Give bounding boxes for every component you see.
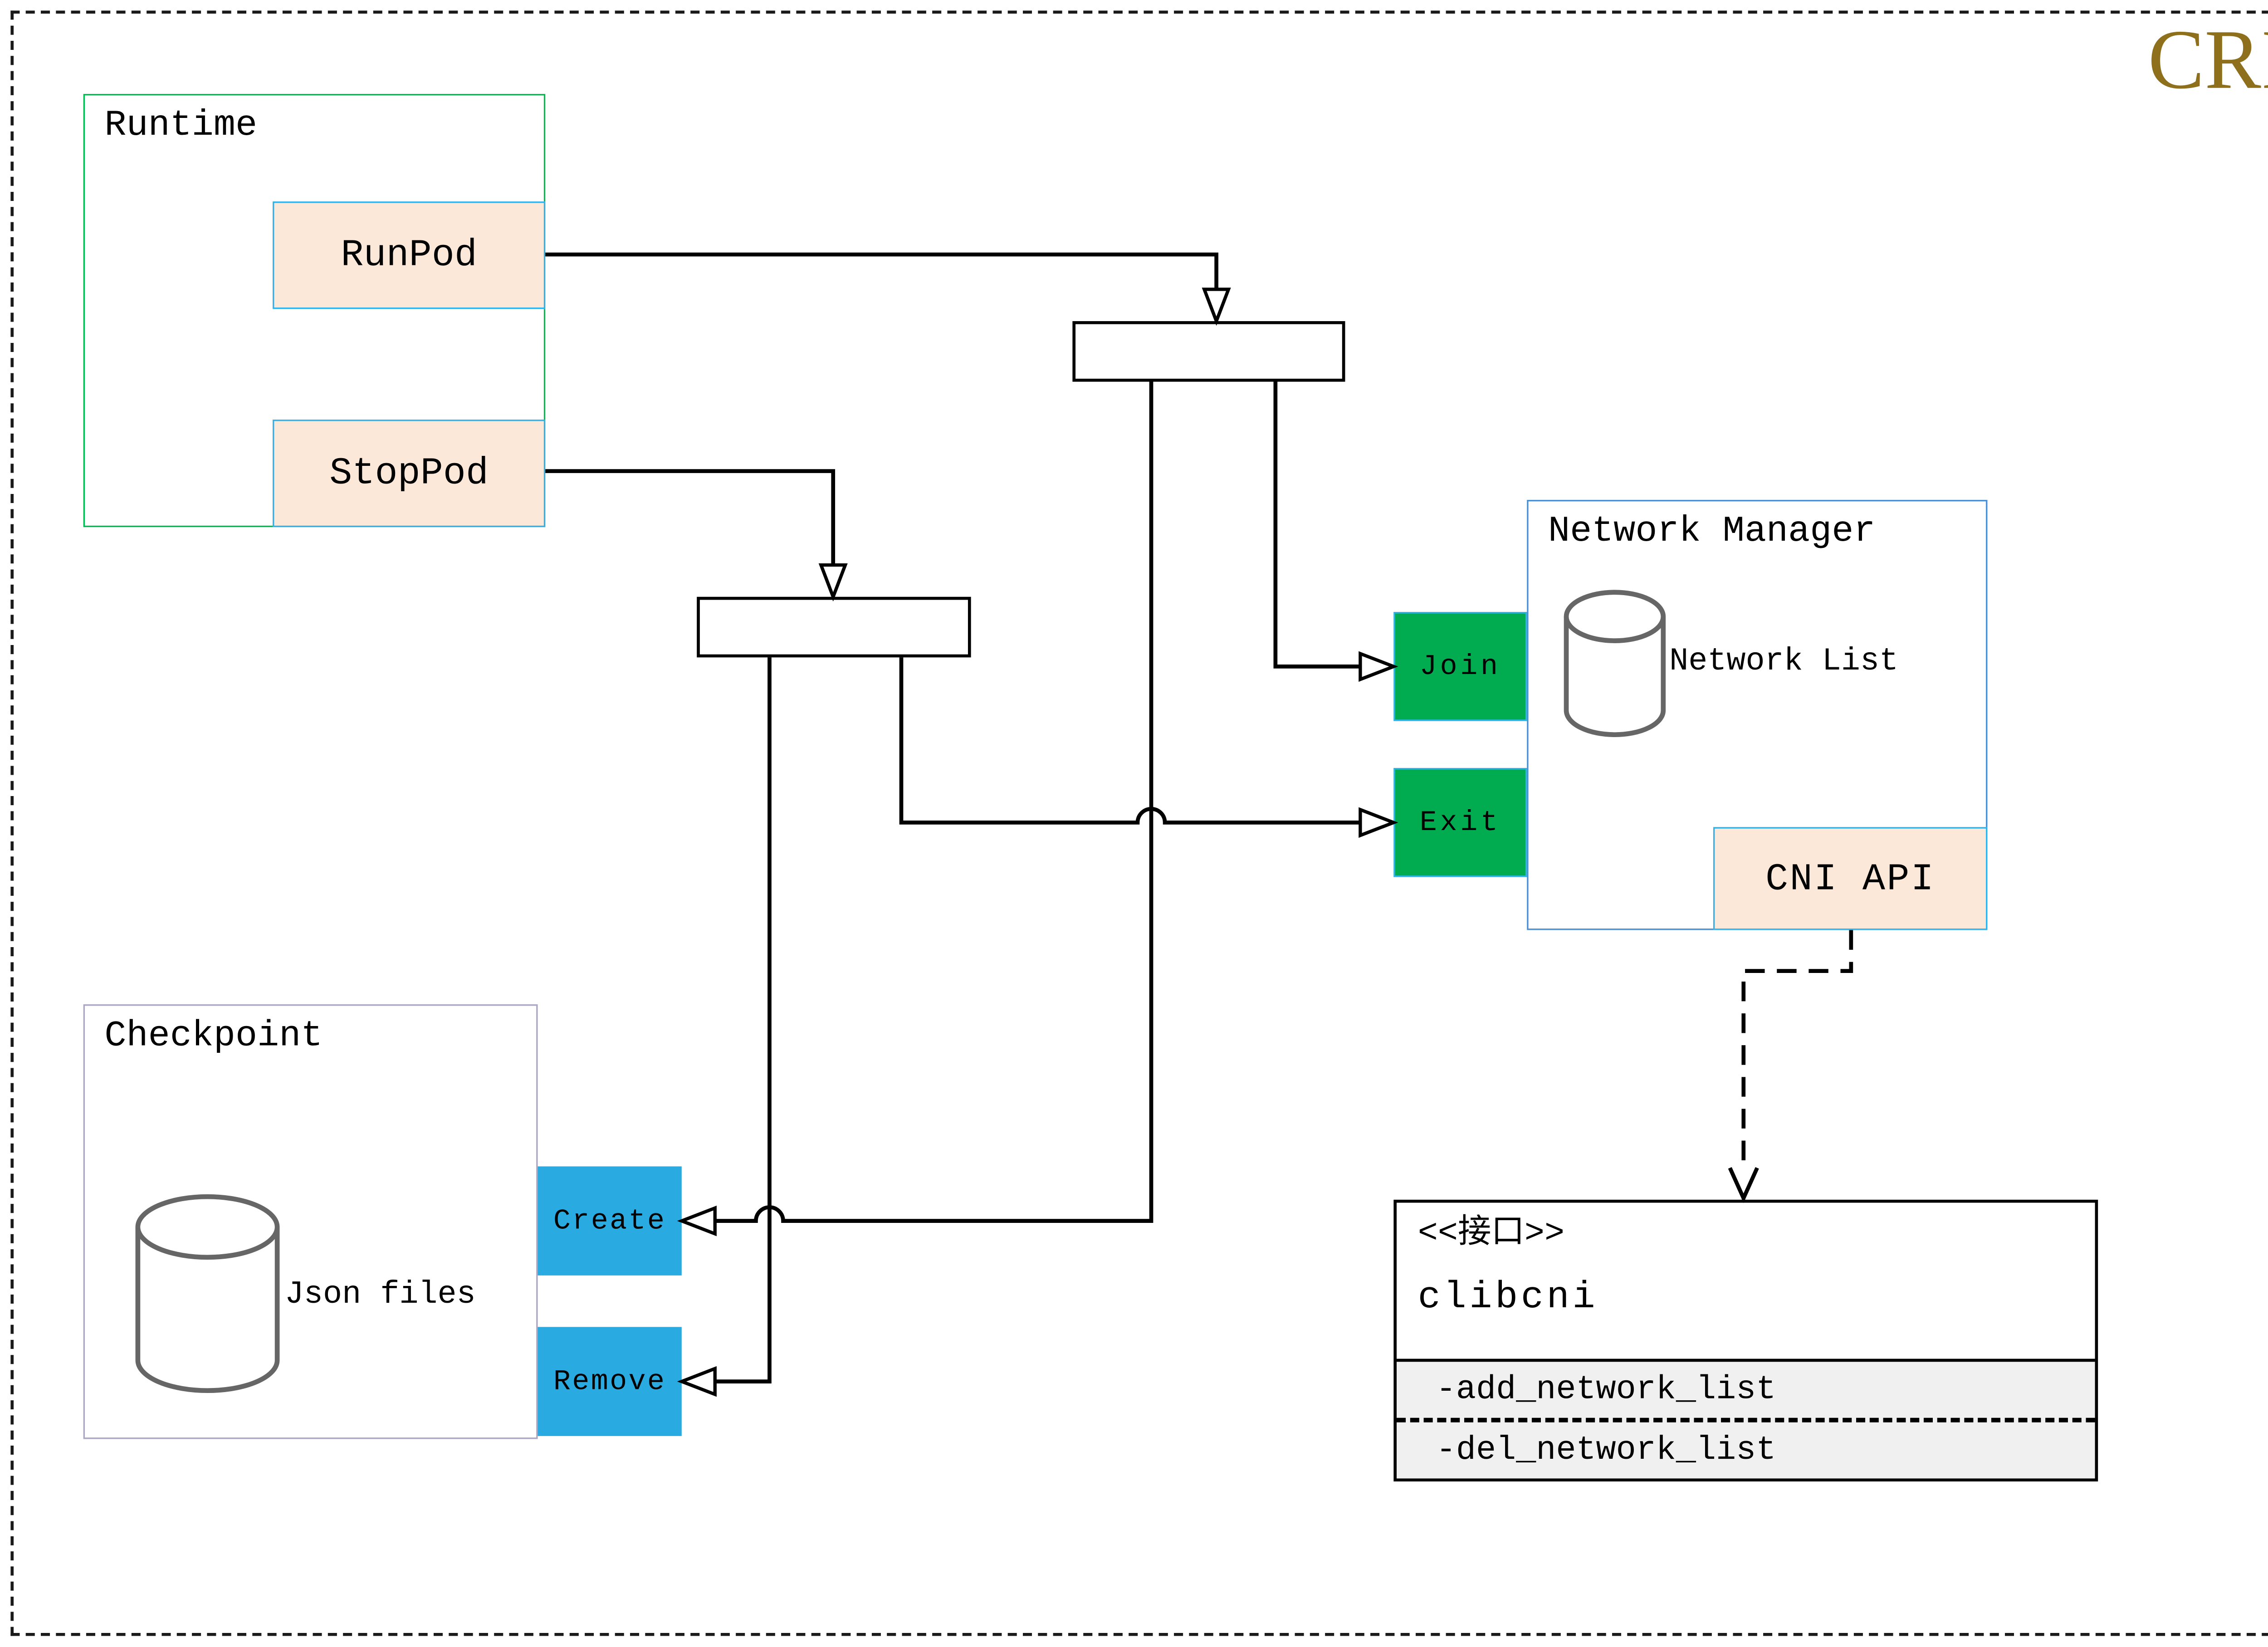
checkpoint-group-label: Checkpoint — [104, 1016, 323, 1057]
stoppod-button[interactable]: StopPod — [273, 420, 546, 528]
clibcni-interface-header: <<接口>> clibcni — [1397, 1202, 2095, 1359]
json-files-label: Json files — [284, 1278, 476, 1314]
interface-stereotype-label: <<接口>> — [1418, 1215, 1565, 1253]
network-list-label: Network List — [1669, 645, 1899, 680]
page-dashed-border — [10, 10, 2268, 1636]
join-button[interactable]: Join — [1393, 612, 1527, 721]
cni-api-button-label: CNI API — [1765, 856, 1936, 901]
checkpoint-group: Checkpoint — [83, 1004, 538, 1439]
exit-button[interactable]: Exit — [1393, 768, 1527, 877]
cni-api-button[interactable]: CNI API — [1713, 827, 1988, 930]
interface-member-add-network-list: -add_network_list — [1397, 1362, 2095, 1422]
runtime-group-label: Runtime — [104, 106, 258, 147]
clibcni-interface-box: <<接口>> clibcni -add_network_list -del_ne… — [1393, 1199, 2098, 1482]
runpod-button-label: RunPod — [341, 233, 477, 278]
join-button-label: Join — [1419, 650, 1501, 684]
diagram-title: CRI — [2148, 14, 2268, 108]
create-button[interactable]: Create — [538, 1166, 682, 1276]
runpod-button[interactable]: RunPod — [273, 201, 546, 309]
clibcni-members-section: -add_network_list -del_network_list — [1397, 1359, 2095, 1479]
process-box-runpod — [1072, 321, 1345, 382]
exit-button-label: Exit — [1419, 806, 1501, 840]
interface-member-del-network-list: -del_network_list — [1436, 1431, 1776, 1470]
network-manager-group-label: Network Manager — [1548, 512, 1876, 553]
create-button-label: Create — [553, 1204, 666, 1238]
interface-name-label: clibcni — [1418, 1275, 1598, 1320]
remove-button-label: Remove — [553, 1364, 666, 1398]
remove-button[interactable]: Remove — [538, 1327, 682, 1436]
stoppod-button-label: StopPod — [329, 451, 489, 496]
process-box-stoppod — [697, 596, 971, 658]
